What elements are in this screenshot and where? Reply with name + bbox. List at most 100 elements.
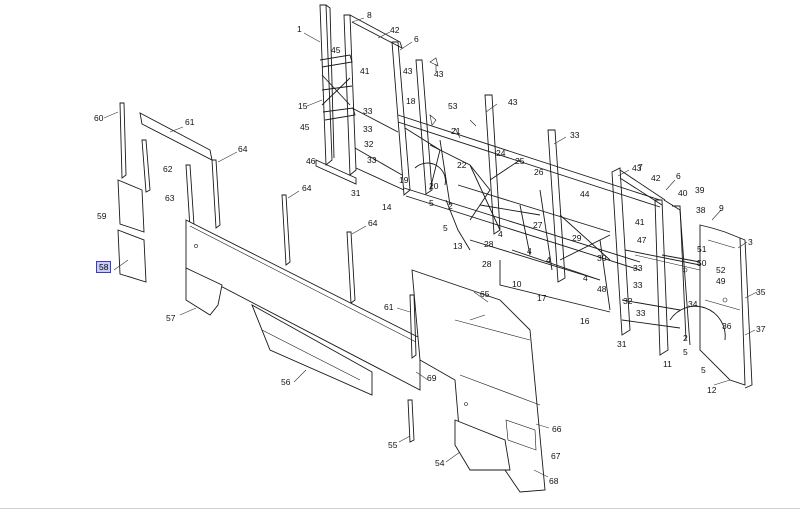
- callout-label[interactable]: 39: [695, 185, 705, 195]
- callout-label[interactable]: 33: [633, 263, 643, 273]
- callout-label[interactable]: 47: [637, 235, 647, 245]
- callout-label[interactable]: 5: [683, 347, 688, 357]
- callout-label[interactable]: 5: [429, 198, 434, 208]
- callout-label[interactable]: 6: [414, 34, 419, 44]
- callout-label[interactable]: 4: [498, 229, 503, 239]
- callout-label[interactable]: 49: [716, 276, 726, 286]
- callout-label[interactable]: 64: [302, 183, 312, 193]
- callout-label[interactable]: 8: [367, 10, 372, 20]
- callout-label[interactable]: 63: [165, 193, 175, 203]
- callout-label[interactable]: 17: [537, 293, 547, 303]
- callout-label[interactable]: 15: [298, 101, 308, 111]
- callout-label[interactable]: 3: [748, 237, 753, 247]
- callout-label[interactable]: 52: [716, 265, 726, 275]
- callout-label[interactable]: 6: [676, 171, 681, 181]
- callout-label[interactable]: 61: [384, 302, 394, 312]
- callout-label[interactable]: 43: [403, 66, 413, 76]
- callout-label[interactable]: 48: [597, 284, 607, 294]
- callout-label[interactable]: 35: [756, 287, 766, 297]
- callout-label[interactable]: 1: [297, 24, 302, 34]
- callout-label[interactable]: 60: [94, 113, 104, 123]
- callout-label[interactable]: 19: [399, 175, 409, 185]
- callout-label[interactable]: 64: [368, 218, 378, 228]
- callout-label[interactable]: 2: [683, 333, 688, 343]
- callout-label[interactable]: 56: [281, 377, 291, 387]
- callout-label[interactable]: 54: [435, 458, 445, 468]
- callout-label[interactable]: 66: [552, 424, 562, 434]
- callout-label[interactable]: 32: [623, 296, 633, 306]
- callout-label[interactable]: 41: [360, 66, 370, 76]
- callout-label[interactable]: 12: [707, 385, 717, 395]
- callout-label[interactable]: 55: [388, 440, 398, 450]
- callout-label[interactable]: 45: [300, 122, 310, 132]
- callout-label[interactable]: 67: [551, 451, 561, 461]
- callout-label[interactable]: 33: [363, 106, 373, 116]
- callout-label[interactable]: 38: [696, 205, 706, 215]
- callout-label-selected[interactable]: 58: [96, 261, 112, 273]
- callout-label[interactable]: 69: [427, 373, 437, 383]
- callout-label[interactable]: 2: [448, 201, 453, 211]
- callout-label[interactable]: 65: [480, 289, 490, 299]
- callout-label[interactable]: 50: [697, 258, 707, 268]
- callout-label[interactable]: 40: [678, 188, 688, 198]
- callout-label[interactable]: 64: [238, 144, 248, 154]
- callout-label[interactable]: 33: [363, 124, 373, 134]
- cab-frame-assembly: [315, 4, 753, 389]
- side-panel-assembly: [117, 102, 546, 493]
- callout-label[interactable]: 25: [515, 156, 525, 166]
- callout-label[interactable]: 31: [351, 188, 361, 198]
- callout-label[interactable]: 16: [580, 316, 590, 326]
- callout-label[interactable]: 57: [166, 313, 176, 323]
- callout-label[interactable]: 37: [756, 324, 766, 334]
- callout-label[interactable]: 61: [185, 117, 195, 127]
- callout-label[interactable]: 43: [434, 69, 444, 79]
- callout-label[interactable]: 5: [443, 223, 448, 233]
- callout-label[interactable]: 33: [633, 280, 643, 290]
- callout-label[interactable]: 24: [496, 148, 506, 158]
- callout-leaders: [103, 17, 758, 478]
- callout-label[interactable]: 28: [484, 239, 494, 249]
- callout-label[interactable]: 10: [512, 279, 522, 289]
- callout-label[interactable]: 9: [719, 203, 724, 213]
- callout-label[interactable]: 20: [429, 181, 439, 191]
- callout-label[interactable]: 41: [635, 217, 645, 227]
- callout-label[interactable]: 29: [572, 233, 582, 243]
- callout-label[interactable]: 18: [406, 96, 416, 106]
- callout-label[interactable]: 26: [534, 167, 544, 177]
- callout-label[interactable]: 43: [508, 97, 518, 107]
- callout-label[interactable]: 33: [367, 155, 377, 165]
- callout-label[interactable]: 68: [549, 476, 559, 486]
- bottom-divider: [0, 508, 800, 509]
- callout-label[interactable]: 32: [364, 139, 374, 149]
- callout-label[interactable]: 5: [701, 365, 706, 375]
- callout-label[interactable]: 33: [636, 308, 646, 318]
- callout-label[interactable]: 4: [546, 255, 551, 265]
- callout-label[interactable]: 42: [651, 173, 661, 183]
- callout-label[interactable]: 14: [382, 202, 392, 212]
- callout-label[interactable]: 7: [638, 162, 643, 172]
- callout-label[interactable]: 27: [533, 220, 543, 230]
- callout-label[interactable]: 34: [688, 299, 698, 309]
- callout-label[interactable]: 21: [451, 126, 461, 136]
- callout-label[interactable]: 36: [722, 321, 732, 331]
- callout-label[interactable]: 22: [457, 160, 467, 170]
- callout-label[interactable]: 28: [482, 259, 492, 269]
- callout-label[interactable]: 4: [527, 246, 532, 256]
- callout-label[interactable]: 46: [306, 156, 316, 166]
- callout-label[interactable]: 51: [697, 244, 707, 254]
- callout-label[interactable]: 31: [617, 339, 627, 349]
- callout-label[interactable]: 11: [663, 359, 672, 369]
- callout-label[interactable]: 4: [583, 273, 588, 283]
- callout-label[interactable]: 42: [390, 25, 400, 35]
- callout-label[interactable]: 44: [580, 189, 590, 199]
- callout-label[interactable]: 45: [331, 45, 341, 55]
- callout-label[interactable]: 62: [163, 164, 173, 174]
- callout-label[interactable]: 59: [97, 211, 107, 221]
- callout-label[interactable]: 13: [453, 241, 463, 251]
- callout-label[interactable]: 53: [448, 101, 458, 111]
- callout-label[interactable]: 33: [570, 130, 580, 140]
- callout-label[interactable]: 30: [597, 253, 607, 263]
- callout-label[interactable]: 43: [632, 163, 642, 173]
